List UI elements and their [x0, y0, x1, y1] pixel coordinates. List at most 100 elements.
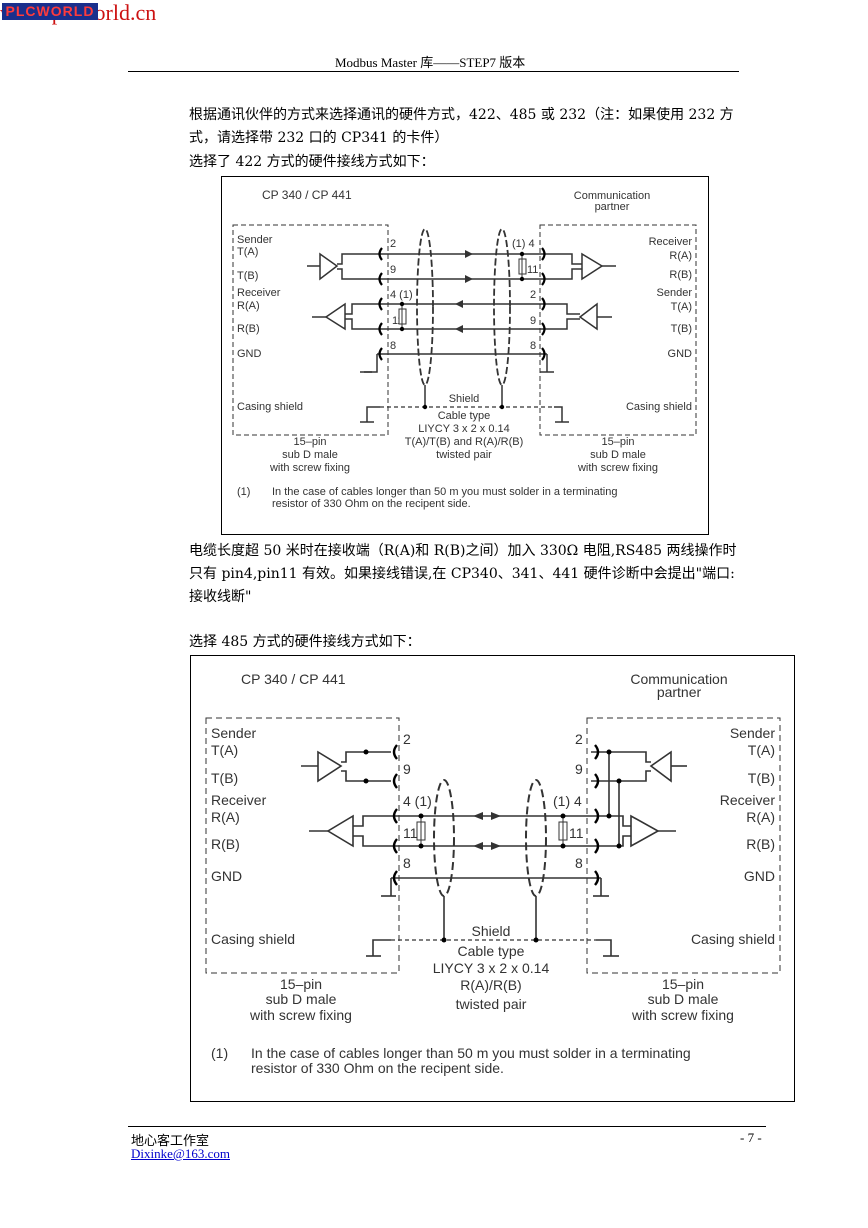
d1-connector-text: with screw fixing [577, 462, 658, 474]
d2-pin-number: 9 [403, 761, 411, 777]
select-485-text: 选择 485 方式的硬件接线方式如下： [189, 634, 421, 650]
d1-cable-text: T(A)/T(B) and R(A)/R(B) [405, 436, 524, 448]
d2-right-label: R(B) [746, 836, 775, 852]
note-paragraph: 电缆长度超 50 米时在接收端（R(A)和 R(B)之间）加入 330Ω 电阻,… [189, 543, 737, 605]
d2-footnote-text: In the case of cables longer than 50 m y… [251, 1045, 691, 1061]
rs422-wiring-diagram: CP 340 / CP 441 Communication partner Se… [221, 176, 709, 535]
d1-left-label: R(B) [237, 323, 260, 335]
d2-partner-line1: Communication [630, 671, 727, 687]
d2-right-label: Casing shield [691, 931, 775, 947]
d2-pin-number: 2 [403, 731, 411, 747]
d1-right-label: R(B) [669, 269, 692, 281]
d1-right-label: T(B) [671, 323, 692, 335]
footer-divider [128, 1126, 766, 1127]
d2-pin-number: 4 (1) [403, 793, 432, 809]
d1-pin-number: 11 [527, 264, 538, 276]
d2-connector-text: with screw fixing [631, 1007, 734, 1023]
d1-pin-number: 9 [530, 315, 536, 327]
intro-paragraph: 根据通讯伙伴的方式来选择通讯的硬件方式，422、485 或 232（注：如果使用… [189, 107, 734, 146]
d1-pin-number: 8 [530, 340, 536, 352]
d1-left-label: Casing shield [237, 401, 303, 413]
d1-connector-text: with screw fixing [269, 462, 350, 474]
d1-pin-number: 2 [390, 238, 396, 250]
d2-footnote-text: resistor of 330 Ohm on the recipent side… [251, 1060, 504, 1076]
d2-shield-label: Shield [472, 923, 511, 939]
d1-cp-title: CP 340 / CP 441 [262, 188, 352, 202]
d1-partner-line2: partner [595, 201, 630, 213]
footer-studio: 地心客工作室 [131, 1133, 210, 1148]
d2-right-label: Receiver [720, 792, 776, 808]
d2-cable-text: Cable type [458, 943, 525, 959]
d1-cable-text: twisted pair [436, 449, 492, 461]
d2-right-label: T(B) [748, 770, 775, 786]
d1-connector-text: sub D male [282, 449, 338, 461]
d1-left-label: R(A) [237, 300, 260, 312]
rs485-wiring-diagram: CP 340 / CP 441 Communication partner Se… [190, 655, 795, 1102]
d1-cable-text: Cable type [438, 410, 491, 422]
d2-right-label: Sender [730, 725, 775, 741]
d2-pin-number: 8 [575, 855, 583, 871]
d2-right-label: R(A) [746, 809, 775, 825]
d1-footnote-text: In the case of cables longer than 50 m y… [272, 486, 617, 498]
d1-right-connector-box [539, 224, 697, 436]
d1-pin-number: 2 [530, 289, 536, 301]
d2-pin-number: 8 [403, 855, 411, 871]
d1-right-label: R(A) [669, 250, 692, 262]
d2-right-connector-box [586, 717, 781, 974]
d2-connector-text: with screw fixing [249, 1007, 352, 1023]
d1-connector-text: sub D male [590, 449, 646, 461]
d2-connector-text: sub D male [266, 991, 337, 1007]
d2-left-label: T(B) [211, 770, 238, 786]
d2-left-label: Receiver [211, 792, 267, 808]
d1-connector-text: 15–pin [601, 436, 634, 448]
d2-left-label: Sender [211, 725, 256, 741]
d1-left-label: GND [237, 348, 262, 360]
d1-twist-ellipse [416, 228, 434, 386]
d1-cable-text: LIYCY 3 x 2 x 0.14 [418, 423, 510, 435]
header-divider [128, 71, 739, 72]
d1-pin-number: (1) 4 [512, 238, 535, 250]
select-422-text: 选择了 422 方式的硬件接线方式如下： [189, 154, 435, 170]
d1-wires [337, 253, 582, 423]
d1-twist-ellipse [493, 228, 511, 386]
d2-right-label: T(A) [748, 742, 775, 758]
d2-left-label: GND [211, 868, 242, 884]
d1-right-label: Casing shield [626, 401, 692, 413]
d2-left-label: Casing shield [211, 931, 295, 947]
watermark-logo-text: PLCWORLD [5, 3, 95, 19]
d1-left-label: T(A) [237, 246, 258, 258]
d1-footnote-number: (1) [237, 486, 250, 498]
d2-pin-number: 11 [569, 825, 584, 841]
d2-connector-text: 15–pin [280, 976, 322, 992]
d1-left-label: Receiver [237, 287, 281, 299]
d2-left-label: T(A) [211, 742, 238, 758]
d2-cp-title: CP 340 / CP 441 [241, 671, 346, 687]
page-header: Modbus Master 库——STEP7 版本 [335, 55, 526, 70]
d2-pin-number: (1) 4 [553, 793, 582, 809]
d2-left-label: R(A) [211, 809, 240, 825]
d1-pin-number: 11 [392, 315, 403, 327]
watermark-logo: PLCWORLD [2, 3, 98, 20]
d2-cable-text: twisted pair [456, 996, 527, 1012]
d1-partner-line1: Communication [574, 190, 650, 202]
d1-footnote-text: resistor of 330 Ohm on the recipent side… [272, 498, 471, 510]
d2-left-label: R(B) [211, 836, 240, 852]
d1-pin-number: 9 [390, 264, 396, 276]
d1-shield-label: Shield [449, 393, 480, 405]
footer-email-link[interactable]: Dixinke@163.com [131, 1146, 230, 1161]
d1-right-label: GND [668, 348, 693, 360]
d2-cable-text: R(A)/R(B) [460, 977, 521, 993]
d2-pin-number: 2 [575, 731, 583, 747]
d2-right-label: GND [744, 868, 775, 884]
d2-partner-line2: partner [657, 684, 702, 700]
page-number: - 7 - [740, 1130, 762, 1145]
d1-left-label: T(B) [237, 270, 258, 282]
d2-connector-text: 15–pin [662, 976, 704, 992]
d2-connector-text: sub D male [648, 991, 719, 1007]
d1-right-label: T(A) [671, 301, 692, 313]
d2-footnote-number: (1) [211, 1045, 228, 1061]
d1-pin-number: 4 (1) [390, 289, 413, 301]
d2-pin-number: 11 [403, 825, 418, 841]
d1-connector-text: 15–pin [293, 436, 326, 448]
watermark: www.plcworld.cn PLCWORLD [0, 0, 156, 26]
